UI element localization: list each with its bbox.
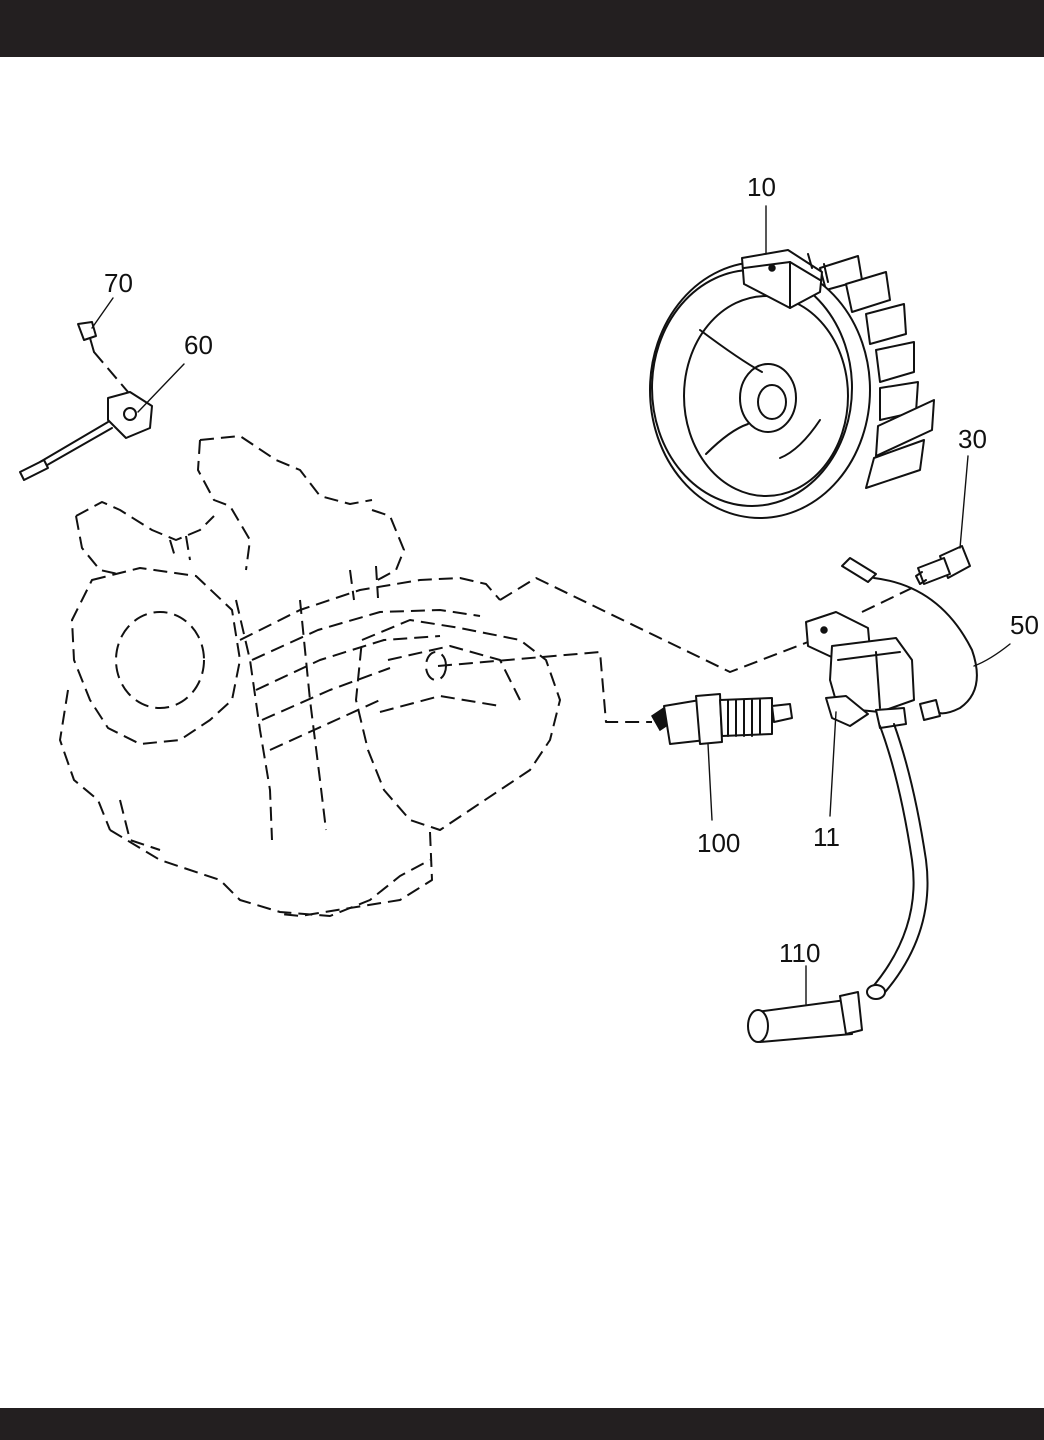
- callout-70: 70: [104, 268, 133, 298]
- callout-11: 11: [813, 822, 840, 852]
- callout-30: 30: [958, 424, 987, 454]
- callout-110: 110: [779, 938, 820, 968]
- bolt-drawing: [916, 546, 970, 584]
- ignition-coil-drawing: [806, 612, 928, 999]
- callout-50: 50: [1010, 610, 1039, 640]
- oil-sensor-drawing: [20, 322, 152, 480]
- callout-10: 10: [747, 172, 776, 202]
- callout-100: 100: [697, 828, 740, 858]
- callout-labels: 10 70 60 30 50 100 11 110: [104, 172, 1039, 968]
- flywheel-drawing: [650, 250, 934, 518]
- spark-plug-cap-drawing: [748, 992, 862, 1042]
- engine-block-drawing: [60, 436, 560, 916]
- callout-60: 60: [184, 330, 213, 360]
- spark-plug-drawing: [652, 694, 792, 744]
